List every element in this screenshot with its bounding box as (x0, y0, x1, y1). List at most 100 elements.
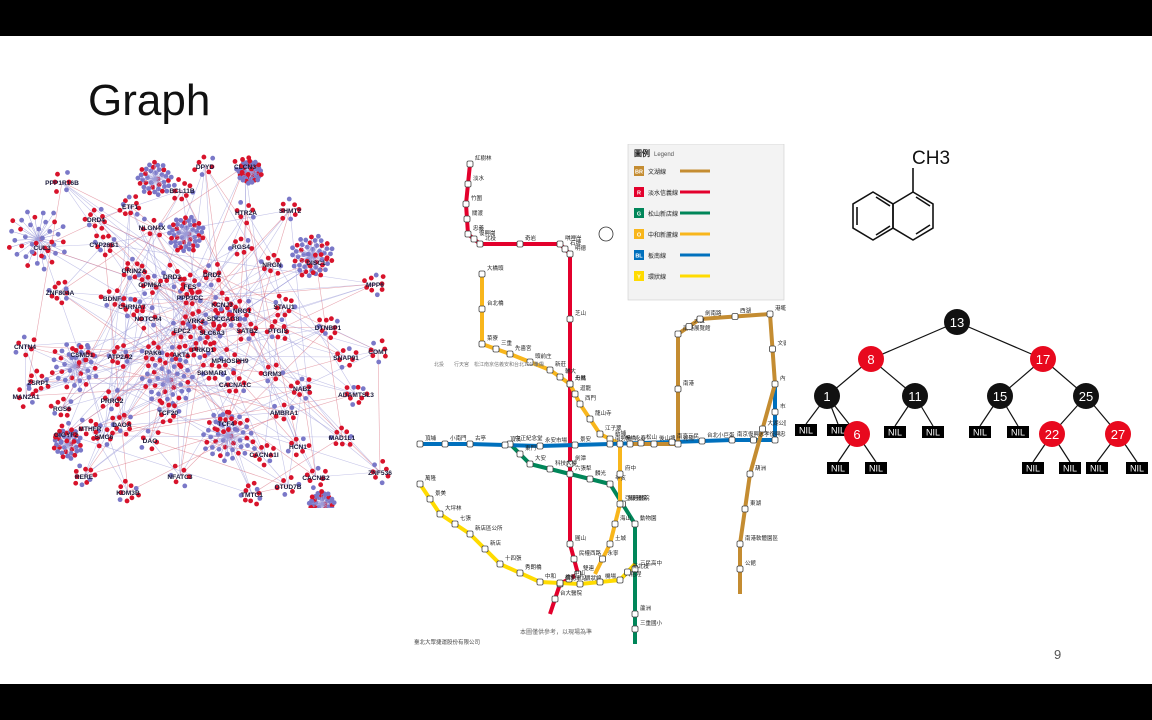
network-node (14, 251, 20, 257)
gene-label: ZNF804A (46, 290, 75, 297)
network-node (291, 415, 296, 421)
network-node (193, 340, 199, 346)
station-label: 市政府 (780, 402, 786, 410)
metro-station (576, 400, 584, 408)
network-node (291, 390, 297, 395)
network-node (83, 431, 89, 437)
network-node (324, 241, 330, 246)
legend-line-badge (634, 208, 644, 218)
network-node (192, 278, 198, 284)
network-node (134, 211, 140, 217)
network-node (300, 448, 305, 454)
network-node (150, 184, 156, 190)
station-label: 台北橋 (487, 299, 504, 307)
station-label: 迴龍 (580, 384, 592, 392)
network-node (299, 272, 305, 278)
tree-nil-leaf: NIL (1086, 462, 1108, 474)
network-node (104, 442, 110, 447)
network-node (130, 256, 135, 262)
network-node (170, 222, 176, 228)
network-node (309, 494, 315, 500)
gene-cluster (168, 463, 192, 489)
legend-line-code: BR (635, 170, 643, 176)
network-node (216, 363, 222, 369)
network-node (373, 272, 379, 278)
network-node (172, 463, 178, 469)
gene-label: ADAMTSL3 (338, 392, 374, 399)
network-node (283, 296, 289, 302)
network-node (30, 391, 36, 397)
network-node (203, 446, 208, 452)
network-node (209, 164, 215, 170)
network-node (231, 370, 237, 376)
network-node (376, 359, 382, 365)
network-node (244, 417, 250, 423)
network-node (245, 483, 251, 489)
network-node (228, 322, 234, 328)
network-node (102, 219, 107, 225)
network-node (123, 198, 128, 204)
station-label: 小南門 (450, 434, 467, 442)
network-node (329, 496, 335, 502)
gene-cluster (225, 370, 247, 394)
network-node (106, 389, 111, 395)
metro-station (556, 579, 564, 587)
network-node (104, 302, 110, 308)
network-node (88, 212, 93, 218)
network-node (139, 444, 145, 450)
metro-station (631, 610, 639, 618)
network-node (190, 374, 195, 380)
network-node (256, 162, 262, 168)
network-node (284, 329, 290, 335)
network-node (272, 319, 278, 324)
network-node (139, 263, 145, 269)
network-node (93, 429, 99, 435)
station-label: 復興崗 (479, 229, 496, 237)
network-node (214, 427, 220, 433)
station-label: 亞東醫院 (625, 494, 648, 502)
network-node (182, 343, 188, 349)
gene-label: STAU1 (273, 304, 294, 311)
network-node (253, 325, 259, 331)
network-node (169, 352, 175, 357)
network-node (171, 385, 177, 390)
network-node (325, 261, 331, 267)
network-node (315, 490, 321, 496)
station-label: 秀朗橋 (525, 563, 542, 571)
network-node (156, 391, 161, 397)
gene-label: SDCCAG8 (207, 316, 240, 323)
network-node (177, 362, 183, 368)
network-node (16, 340, 22, 346)
network-node (29, 373, 34, 379)
metro-station (566, 460, 574, 468)
network-node (183, 314, 188, 320)
network-node (306, 500, 312, 506)
network-node (250, 439, 256, 445)
network-node (87, 477, 93, 482)
gene-label: SHMT2 (279, 208, 302, 215)
gene-cluster (370, 458, 391, 486)
network-node (328, 435, 334, 440)
network-node (254, 501, 259, 507)
network-node (202, 353, 208, 359)
gene-label: RGS4 (232, 244, 250, 251)
network-node (185, 379, 191, 385)
gene-cluster (106, 343, 130, 369)
gene-label: CACNA1I (249, 452, 278, 459)
svg-text:25: 25 (1079, 389, 1093, 404)
gene-cluster (192, 154, 216, 177)
metro-station (566, 380, 574, 388)
network-node (206, 263, 212, 269)
network-node (319, 328, 325, 334)
network-node (258, 172, 264, 178)
network-node (308, 504, 314, 508)
network-node (144, 371, 150, 377)
network-node (267, 458, 273, 464)
gene-label: NLGN4X (139, 225, 166, 232)
gene-label: ETF1 (122, 204, 138, 211)
network-node (142, 291, 148, 297)
network-node (110, 430, 115, 436)
network-node (86, 375, 92, 380)
network-node (129, 495, 135, 501)
network-node (178, 276, 183, 282)
